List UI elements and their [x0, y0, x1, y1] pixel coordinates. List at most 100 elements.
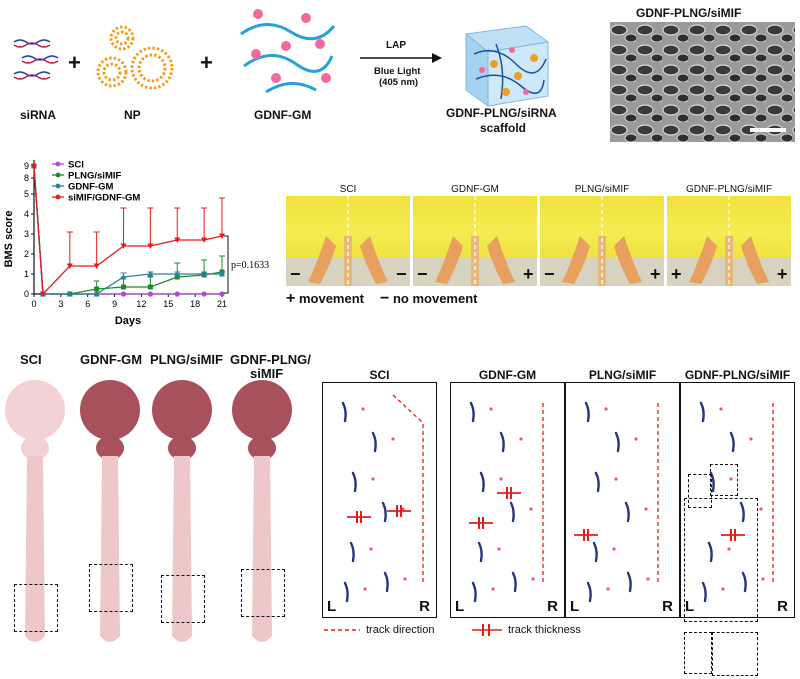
footprint-mark — [741, 571, 747, 593]
footprint-mark — [471, 581, 477, 603]
footprint-panel-title: GDNF-PLNG/siMIF — [684, 368, 791, 382]
legend-label: PLNG/siMIF — [68, 171, 122, 182]
paw-dot — [606, 587, 610, 591]
footprint-mark — [594, 471, 600, 493]
brain-shape — [80, 380, 140, 440]
paw-dot — [727, 547, 731, 551]
paw-dot — [634, 437, 638, 441]
zoom-inset-box — [684, 498, 758, 622]
spinal-cord-image — [80, 380, 140, 642]
movement-sign-left: − — [417, 264, 428, 284]
plus-sign-1: + — [68, 50, 81, 75]
left-side-label: L — [570, 598, 580, 615]
movement-legend: + movement — [286, 290, 364, 308]
right-leg-shape — [614, 236, 642, 284]
footprint-mark — [381, 501, 387, 523]
paw-dot — [719, 407, 723, 411]
data-point — [201, 291, 207, 297]
movement-sign-right: + — [523, 264, 534, 284]
injury-site-box — [241, 569, 285, 617]
data-point — [174, 291, 180, 297]
cord-title-gdnf-gm: GDNF-GM — [80, 352, 143, 367]
zoom-inset-box — [684, 632, 712, 674]
sirna-icon — [13, 39, 59, 80]
data-point — [120, 243, 127, 249]
data-point — [147, 284, 153, 290]
plus-sign-2: + — [200, 50, 213, 75]
footprint-panel-title: GDNF-GM — [478, 368, 537, 382]
footprint-mark — [343, 581, 349, 603]
cord-shape — [100, 456, 120, 642]
right-side-label: R — [777, 598, 788, 615]
paw-dot — [403, 577, 407, 581]
significance-bracket — [224, 235, 229, 294]
footprint-tracks-art — [341, 394, 424, 603]
minus-legend-symbol: − — [380, 290, 390, 307]
right-leg-shape — [360, 236, 388, 284]
product-label-2: scaffold — [480, 121, 527, 135]
legend-marker — [55, 183, 61, 189]
zoom-inset-box — [712, 632, 758, 676]
left-side-label: L — [455, 598, 465, 615]
footprint-mark — [383, 571, 389, 593]
data-point — [93, 291, 100, 297]
plus-legend-label: movement — [298, 291, 364, 306]
left-side-label: L — [685, 598, 695, 615]
y-tick-label: 5 — [24, 189, 29, 199]
brainstem-shape — [96, 436, 124, 460]
track-thickness-legend: track thickness — [508, 624, 581, 636]
paw-dot — [749, 437, 753, 441]
y-tick-label: 0 — [24, 289, 29, 299]
data-point — [121, 284, 127, 290]
footprint-mark — [349, 541, 355, 563]
legend-label: GDNF-GM — [68, 182, 113, 193]
footprint-mark — [499, 431, 505, 453]
footprint-mark — [479, 471, 485, 493]
y-tick-label: 3 — [24, 229, 29, 239]
hydrogel-scaffold-icon — [464, 25, 550, 107]
spinal-cord-image — [232, 380, 292, 642]
x-tick-label: 15 — [163, 299, 173, 309]
paw-dot — [612, 547, 616, 551]
injury-site-box — [161, 575, 205, 623]
legend-marker — [55, 172, 61, 178]
paw-dot — [391, 437, 395, 441]
paw-dot — [529, 507, 533, 511]
footprint-mark — [707, 541, 713, 563]
movement-sign-left: − — [544, 264, 555, 284]
footprint-mark — [739, 501, 745, 523]
brain-shape — [232, 380, 292, 440]
movement-sign-left: − — [290, 264, 301, 284]
paw-dot — [761, 577, 765, 581]
data-point — [174, 237, 181, 243]
leg-photo-art — [540, 196, 664, 286]
cord-title-gdnf-plng-line2: siMIF — [250, 366, 284, 381]
no-movement-legend: − no movement — [380, 290, 477, 308]
product-label-1: GDNF-PLNG/siRNA — [446, 106, 557, 120]
data-point — [219, 233, 225, 239]
paw-dot — [729, 477, 733, 481]
zoom-inset-box — [688, 474, 712, 508]
paw-dot — [531, 577, 535, 581]
movement-sign-right: + — [650, 264, 661, 284]
data-point — [93, 263, 100, 269]
right-side-label: R — [547, 598, 558, 615]
paw-dot — [759, 507, 763, 511]
track-direction-legend: track direction — [366, 624, 435, 636]
gdnf-gm-label: GDNF-GM — [254, 108, 312, 122]
footprint-tracks-art — [574, 401, 659, 603]
cord-shape — [25, 456, 45, 642]
movement-sign-right: − — [396, 264, 407, 284]
sirna-label: siRNA — [20, 108, 57, 122]
data-point — [174, 274, 180, 280]
left-leg-shape — [308, 236, 336, 284]
y-axis-label: BMS score — [3, 211, 15, 268]
data-point — [120, 274, 127, 280]
footprint-mark — [586, 581, 592, 603]
leg-photo — [667, 196, 791, 286]
x-tick-label: 9 — [112, 299, 117, 309]
legend-marker — [55, 194, 61, 200]
data-point — [147, 291, 153, 297]
